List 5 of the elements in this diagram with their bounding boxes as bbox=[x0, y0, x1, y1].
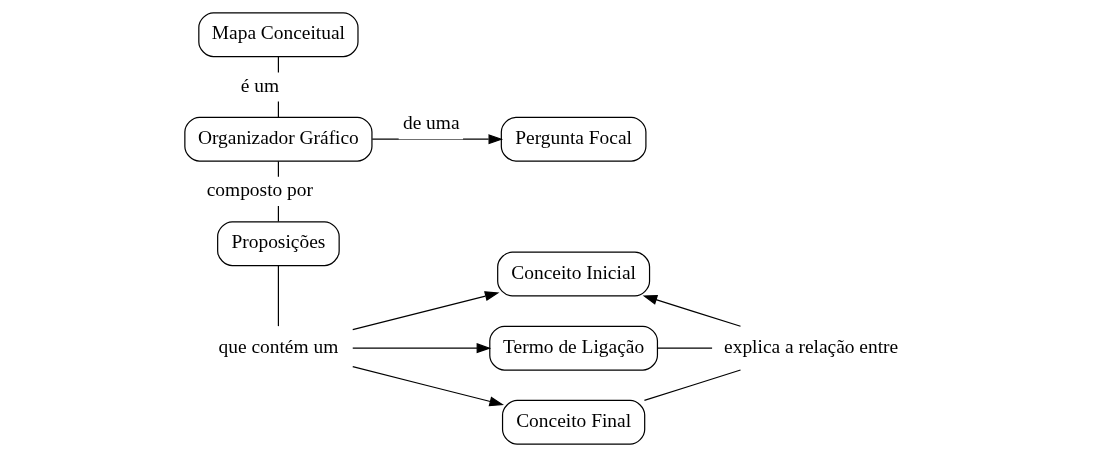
node-text: explica a relação entre bbox=[723, 335, 898, 357]
edge-label: de uma bbox=[402, 112, 460, 134]
node-text: que contém um bbox=[218, 335, 338, 357]
edge-label: composto por bbox=[206, 179, 313, 201]
edge-label: é um bbox=[240, 74, 279, 96]
